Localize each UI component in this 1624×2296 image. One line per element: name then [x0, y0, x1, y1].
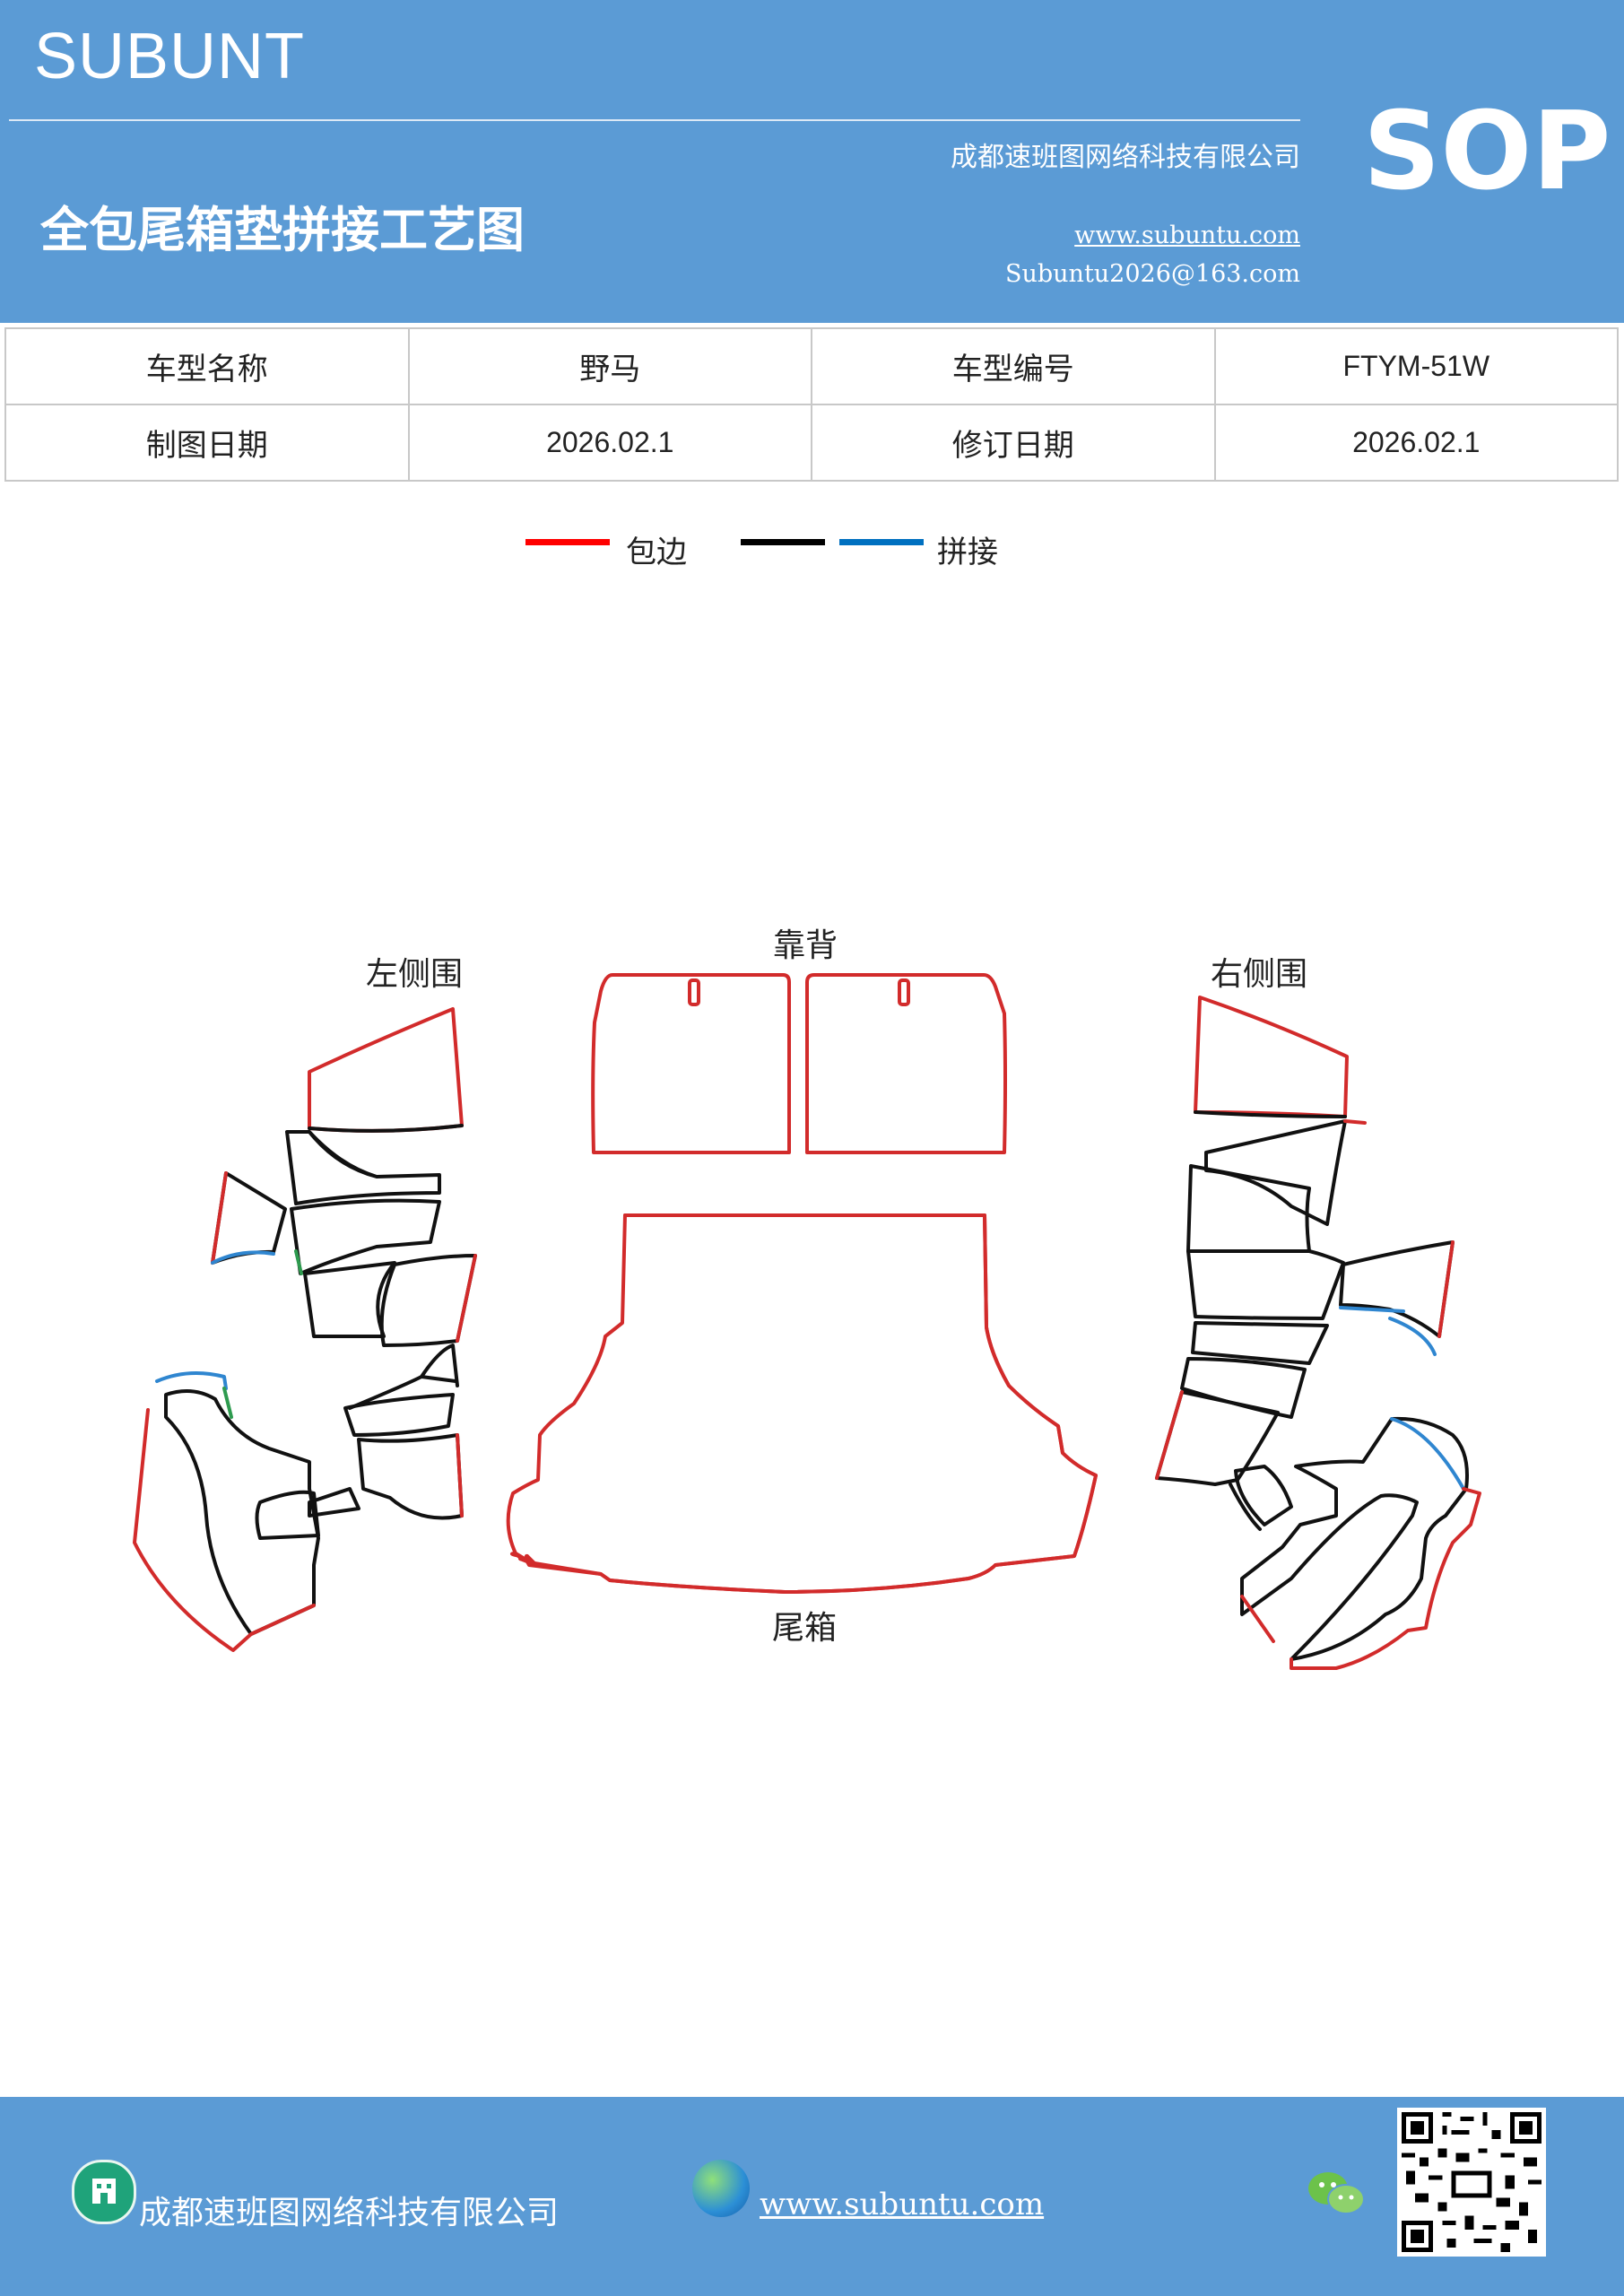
- left-side-piece-7: [348, 1375, 457, 1410]
- right-side-pocket: [1229, 1465, 1293, 1531]
- right-side-piece-1: [1194, 996, 1349, 1118]
- sop-badge: SOP: [1363, 90, 1611, 214]
- footer-banner: 成都速班图网络科技有限公司 www.subuntu.com: [0, 2097, 1624, 2296]
- left-side-panels: [133, 1007, 477, 1652]
- label-right-side: 右侧围: [1211, 956, 1307, 993]
- left-side-piece-8: [357, 1433, 464, 1520]
- footer-website-link[interactable]: www.subuntu.com: [760, 2187, 1045, 2222]
- value-revision-date: 2026.02.1: [1213, 404, 1619, 482]
- label-backrest: 靠背: [773, 927, 838, 964]
- qr-code: [1397, 2108, 1546, 2257]
- legend-swatch-seam: [741, 539, 825, 545]
- backrest-left-slot: [688, 978, 700, 1006]
- trunk-floor-outline: [506, 1213, 1098, 1594]
- left-side-piece-3: [290, 1198, 441, 1275]
- label-model-code: 车型编号: [811, 327, 1216, 405]
- brand-logo-text: SUBUNT: [34, 21, 306, 92]
- header-company-name: 成都速班图网络科技有限公司: [951, 142, 1300, 173]
- legend-swatch-edge: [525, 539, 610, 545]
- backrest-right-panel: [805, 973, 1007, 1154]
- legend-label-join: 拼接: [937, 535, 998, 570]
- trunk-mat-diagram: 左侧围 靠背 右侧围 尾箱: [133, 927, 1481, 1670]
- table-row: 车型名称 野马 车型编号 FTYM-51W: [4, 327, 1619, 405]
- left-side-piece-6: [343, 1344, 459, 1437]
- legend-swatch-join: [839, 539, 924, 545]
- label-draw-date: 制图日期: [4, 404, 410, 482]
- footer-company-name: 成都速班图网络科技有限公司: [139, 2195, 560, 2231]
- left-side-piece-1: [308, 1007, 464, 1133]
- right-side-piece-3: [1186, 1164, 1311, 1253]
- building-icon: [72, 2160, 136, 2224]
- legend: 包边 拼接: [0, 525, 1624, 570]
- left-side-piece-2: [285, 1130, 441, 1205]
- header-website-link[interactable]: www.subuntu.com: [1074, 222, 1300, 249]
- backrest-left-panel: [591, 973, 791, 1154]
- value-model-code: FTYM-51W: [1213, 327, 1619, 405]
- vehicle-info-table: 车型名称 野马 车型编号 FTYM-51W 制图日期 2026.02.1 修订日…: [4, 327, 1619, 482]
- label-left-side: 左侧围: [366, 956, 463, 993]
- legend-label-edge: 包边: [626, 535, 687, 570]
- value-model-name: 野马: [407, 327, 812, 405]
- right-side-piece-7: [1155, 1390, 1280, 1486]
- left-side-large-piece: [164, 1389, 320, 1636]
- header-banner: SUBUNT SOP 成都速班图网络科技有限公司 全包尾箱垫拼接工艺图 www.…: [0, 0, 1624, 323]
- value-draw-date: 2026.02.1: [407, 404, 812, 482]
- page-title: 全包尾箱垫拼接工艺图: [40, 202, 525, 258]
- left-side-piece-5: [379, 1254, 477, 1347]
- right-side-piece-5: [1191, 1321, 1329, 1365]
- header-divider: [9, 119, 1300, 121]
- label-trunk: 尾箱: [772, 1610, 837, 1647]
- right-side-piece-4: [1186, 1249, 1345, 1320]
- trunk-floor-panel: [510, 1213, 1098, 1594]
- backrest-right-slot: [898, 978, 910, 1006]
- table-row: 制图日期 2026.02.1 修订日期 2026.02.1: [4, 404, 1619, 482]
- header-email: Subuntu2026@163.com: [1005, 260, 1300, 288]
- right-side-piece-6: [1180, 1357, 1307, 1419]
- label-model-name: 车型名称: [4, 327, 410, 405]
- backrest-panels: [591, 973, 1007, 1154]
- globe-icon: [692, 2160, 750, 2217]
- right-side-large-piece: [1240, 1416, 1469, 1661]
- wechat-icon[interactable]: [1305, 2167, 1368, 2221]
- right-side-small-piece: [1339, 1240, 1455, 1338]
- left-side-bottom-piece: [255, 1487, 360, 1540]
- right-side-panels: [1155, 996, 1481, 1670]
- label-revision-date: 修订日期: [811, 404, 1216, 482]
